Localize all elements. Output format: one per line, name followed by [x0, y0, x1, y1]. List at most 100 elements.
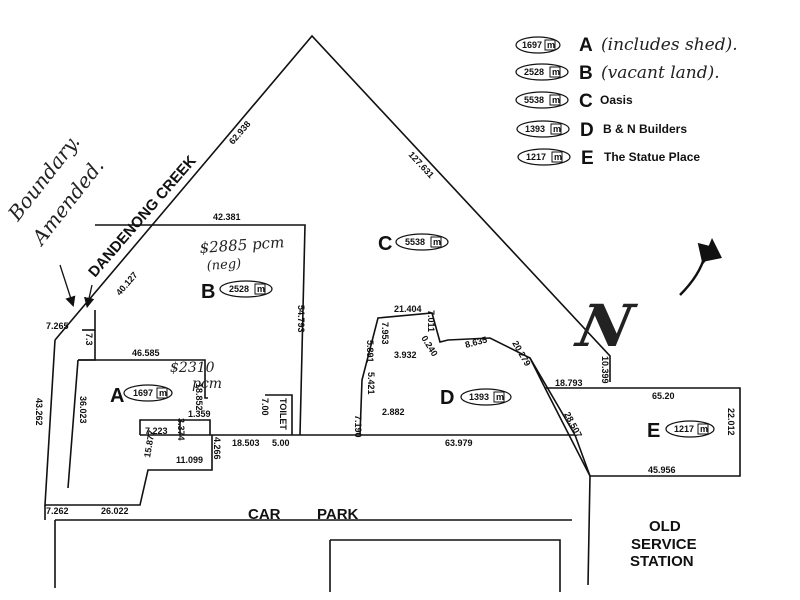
lot-a-outline [78, 359, 208, 399]
svg-text:m: m [496, 392, 504, 402]
dim-base1: 18.503 [232, 438, 260, 448]
dim-step1: 1.359 [188, 409, 211, 419]
dim-d-7190: 7.190 [353, 415, 363, 438]
legend-item-e: 1217 m E The Statue Place [517, 148, 700, 169]
svg-text:The Statue Place: The Statue Place [604, 150, 700, 164]
lot-d-outline [359, 312, 576, 436]
dim-d-8635: 8.635 [464, 334, 488, 349]
svg-text:B & N Builders: B & N Builders [603, 122, 687, 136]
dim-e-6520: 65.20 [652, 391, 675, 401]
dim-base2: 5.00 [272, 438, 290, 448]
lot-b-rent-neg: (neg) [206, 257, 241, 274]
service-station-line3: STATION [630, 553, 694, 570]
boundary-arrow-2 [84, 284, 95, 309]
car-park-lower [44, 505, 572, 592]
dim-a-top: 46.585 [132, 348, 160, 358]
dim-toilet-left: 7.00 [260, 398, 270, 416]
lot-b-rent: $2885 pcm [199, 233, 285, 257]
dim-a-right: 18.852 [194, 383, 204, 411]
dim-d-5421: 5.421 [366, 372, 376, 395]
svg-text:1217: 1217 [526, 152, 546, 162]
svg-text:C: C [579, 91, 593, 112]
dim-step3: 7.223 [145, 426, 168, 436]
dim-e-18793: 18.793 [555, 378, 583, 388]
lot-c-letter: C [378, 233, 392, 255]
lot-a-inner [67, 359, 79, 489]
svg-text:1393: 1393 [525, 124, 545, 134]
legend-item-a: 1697 m A (includes shed). [515, 35, 738, 56]
svg-text:1697: 1697 [522, 40, 542, 50]
lot-e-letter: E [647, 420, 660, 442]
lot-e-area-badge: 1217 m [665, 420, 715, 438]
legend-item-d: 1393 m D B & N Builders [516, 120, 687, 141]
lot-b-area-badge: 2528 m [219, 280, 273, 298]
boundary-lines [44, 34, 741, 592]
service-station-edge [544, 387, 591, 586]
dim-base3: 63.979 [445, 438, 473, 448]
car-park-label-1: CAR [248, 506, 281, 523]
dim-creek-lower: 40.127 [114, 270, 140, 297]
svg-text:1217: 1217 [674, 424, 694, 434]
west-boundary-line [44, 339, 213, 506]
service-station-line2: SERVICE [631, 536, 697, 553]
dim-b-top: 42.381 [213, 212, 241, 222]
dim-left-vertical: 43.262 [34, 398, 44, 426]
dim-e-45956: 45.956 [648, 465, 676, 475]
legend: 1697 m A (includes shed). 2528 m B (vaca… [515, 35, 738, 169]
toilet-outline [265, 394, 293, 435]
dim-step4: 11.099 [176, 455, 203, 465]
lot-d-area-badge: 1393 m [460, 388, 512, 406]
dim-left-bottom: 7.262 [46, 506, 69, 516]
dim-d-5891: 5.891 [365, 340, 375, 363]
dim-b-right: 54.793 [296, 305, 306, 333]
dim-d-2882: 2.882 [382, 407, 405, 417]
dim-d-20279: 20.279 [510, 339, 532, 368]
boundary-arrow [59, 264, 76, 307]
svg-text:1697: 1697 [133, 388, 153, 398]
lot-b-letter: B [201, 281, 215, 303]
lot-c-area-badge: 5538 m [395, 233, 449, 251]
svg-text:2528: 2528 [229, 284, 249, 294]
svg-text:A: A [579, 35, 593, 56]
service-station-line1: OLD [649, 518, 681, 535]
svg-text:(includes shed).: (includes shed). [601, 35, 738, 55]
svg-text:2528: 2528 [524, 67, 544, 77]
svg-text:(vacant land).: (vacant land). [601, 63, 720, 83]
dim-e-22012: 22.012 [726, 408, 736, 436]
lot-e-outline [529, 357, 741, 477]
lot-a-steps [139, 419, 211, 435]
dim-e-10399: 10.399 [600, 356, 610, 384]
lot-d-letter: D [440, 387, 454, 409]
lot-a-area-badge: 1697 m [123, 384, 173, 402]
legend-item-b: 2528 m B (vacant land). [515, 63, 720, 84]
dim-d-3932: 3.932 [394, 350, 417, 360]
svg-text:m: m [159, 388, 167, 398]
svg-text:B: B [579, 63, 593, 84]
dim-d-0240: 0.240 [419, 334, 439, 358]
svg-text:m: m [547, 40, 555, 50]
svg-text:1393: 1393 [469, 392, 489, 402]
toilet-label: TOILET [278, 398, 288, 430]
dim-d-7953: 7.953 [380, 322, 390, 345]
creek-boundary-line [54, 34, 611, 382]
dim-d-7011: 7.011 [426, 310, 436, 332]
dim-inner-left: 36.023 [78, 396, 88, 424]
lot-a-rent: $2310 [170, 360, 215, 376]
svg-text:m: m [700, 424, 708, 434]
dim-step6: 15.877 [142, 429, 157, 458]
svg-text:m: m [257, 284, 265, 294]
svg-text:E: E [581, 148, 594, 169]
dim-small-vert: 7.3 [84, 333, 94, 346]
svg-text:m: m [552, 95, 560, 105]
car-park-label-2: PARK [317, 506, 359, 523]
svg-text:D: D [580, 120, 594, 141]
svg-text:5538: 5538 [405, 237, 425, 247]
north-label: N [570, 292, 642, 360]
dim-step2: 3.374 [176, 418, 186, 441]
legend-item-c: 5538 m C Oasis [515, 91, 633, 112]
dim-left-top: 7.265 [46, 321, 69, 331]
svg-text:Oasis: Oasis [600, 93, 633, 107]
dim-step5: 4.266 [212, 437, 222, 460]
lot-a-rent-pcm: pcm [192, 376, 222, 392]
north-arrow-icon [679, 242, 718, 296]
